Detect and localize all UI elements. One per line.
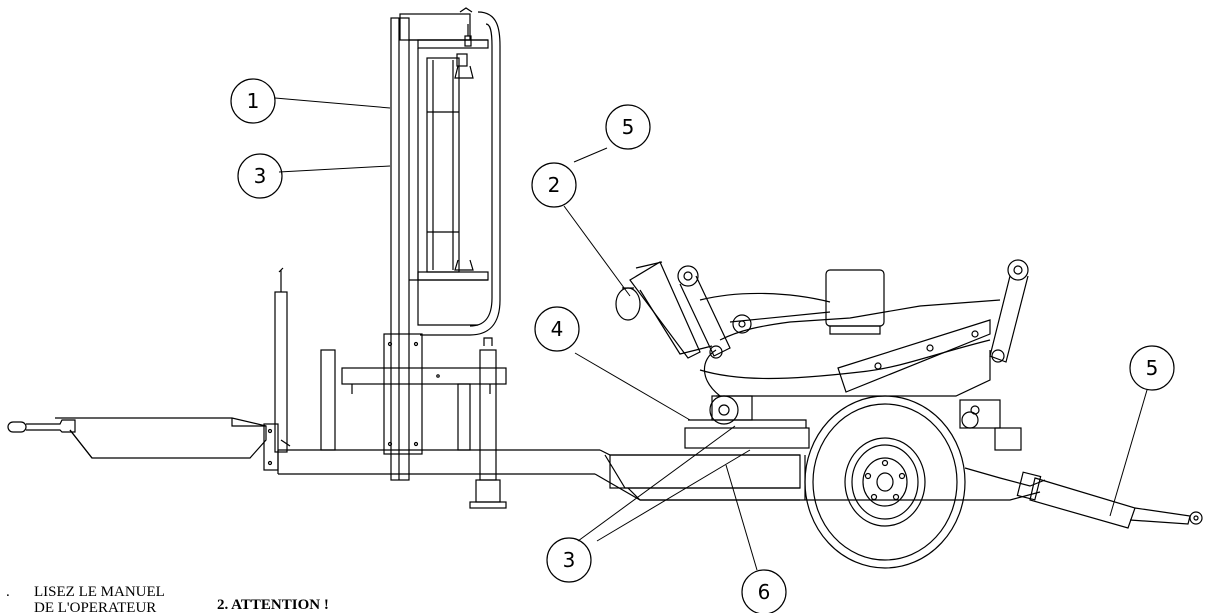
attention-note: 2. ATTENTION ! bbox=[217, 597, 329, 613]
support-jack bbox=[469, 337, 507, 509]
cylinder-accumulator bbox=[615, 261, 713, 359]
callout-4: 4 bbox=[534, 306, 580, 352]
callout-1-label: 1 bbox=[247, 89, 260, 113]
wheel bbox=[804, 395, 966, 569]
callout-5-right-label: 5 bbox=[1146, 356, 1159, 380]
callout-2: 2 bbox=[531, 162, 577, 208]
mast bbox=[383, 17, 489, 481]
drawbar bbox=[7, 417, 279, 471]
note-line-2: DE L'OPERATEUR bbox=[34, 600, 157, 616]
leader-lines bbox=[274, 97, 1148, 571]
operator-manual-note: . LISEZ LE MANUEL DE L'OPERATEUR bbox=[6, 584, 165, 616]
callout-2-label: 2 bbox=[548, 173, 561, 197]
note-line-1: LISEZ LE MANUEL bbox=[34, 584, 165, 600]
note-bullet: . bbox=[6, 584, 10, 600]
callout-5-right: 5 bbox=[1129, 345, 1175, 391]
callout-3-lower-label: 3 bbox=[563, 548, 576, 572]
callout-6-label: 6 bbox=[758, 580, 771, 604]
callout-3-upper: 3 bbox=[237, 153, 283, 199]
callout-5-upper-label: 5 bbox=[622, 115, 635, 139]
tipping-cylinder bbox=[964, 467, 1203, 529]
callout-6: 6 bbox=[741, 569, 787, 613]
roller-arms bbox=[677, 259, 1029, 363]
callout-3-lower: 3 bbox=[546, 537, 592, 583]
main-frame bbox=[277, 449, 1041, 501]
callout-4-label: 4 bbox=[551, 317, 564, 341]
callout-5-upper: 5 bbox=[605, 104, 651, 150]
wrapping-table bbox=[699, 269, 1001, 397]
turntable bbox=[684, 395, 1022, 451]
film-dispenser bbox=[399, 7, 501, 336]
support-posts bbox=[320, 349, 507, 451]
callout-3-upper-label: 3 bbox=[254, 164, 267, 188]
callout-1: 1 bbox=[230, 78, 276, 124]
rear-post bbox=[274, 267, 291, 453]
